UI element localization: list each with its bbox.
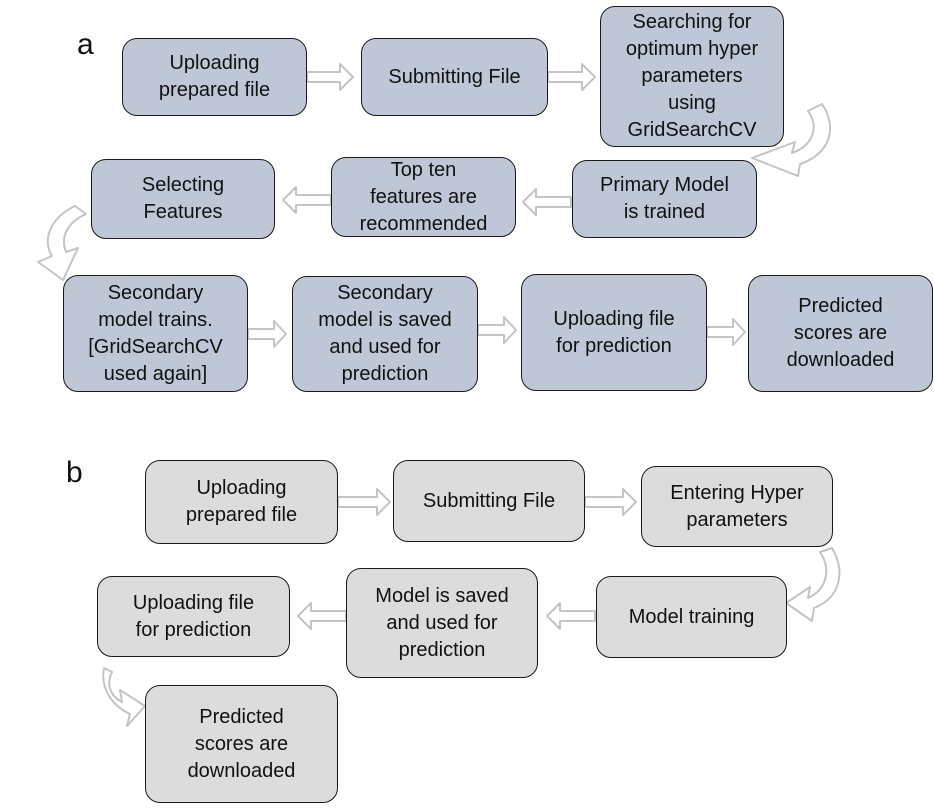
step-a-secondary-model-trains: Secondary model trains. [GridSearchCV us… (63, 275, 248, 392)
arrow-a-topten-to-select (282, 186, 332, 214)
arrow-a-select-to-sectrain (37, 205, 87, 281)
arrow-a-search-to-primary (751, 103, 831, 177)
arrow-b-uploadpred-to-scores (102, 667, 146, 727)
step-b-uploading-prepared-file: Uploading prepared file (145, 460, 338, 544)
step-b-submitting-file: Submitting File (393, 460, 585, 542)
arrow-a-uploadpred-to-scores (706, 318, 746, 346)
step-a-top-ten-features: Top ten features are recommended (331, 157, 516, 237)
panel-label-a: a (77, 28, 94, 61)
step-a-selecting-features: Selecting Features (91, 159, 275, 239)
panel-label-b: b (66, 456, 83, 489)
arrow-a-sectrain-to-secsaved (247, 320, 287, 348)
step-b-model-training: Model training (596, 576, 787, 658)
arrow-a-secsaved-to-uploadpred (477, 316, 517, 344)
step-b-uploading-file-for-prediction: Uploading file for prediction (97, 576, 290, 657)
step-a-primary-model-trained: Primary Model is trained (572, 160, 757, 238)
step-a-secondary-model-saved: Secondary model is saved and used for pr… (292, 276, 478, 392)
arrow-b-submit-to-enter (584, 488, 637, 516)
arrow-b-saved-to-uploadpred (297, 602, 347, 630)
step-a-predicted-scores-downloaded: Predicted scores are downloaded (748, 275, 933, 392)
step-a-uploading-file-for-prediction: Uploading file for prediction (521, 274, 707, 391)
step-a-searching-hyperparameters: Searching for optimum hyper parameters u… (600, 6, 784, 147)
arrow-b-upload-to-submit (337, 488, 391, 516)
step-b-model-saved: Model is saved and used for prediction (346, 568, 538, 678)
step-a-submitting-file: Submitting File (361, 38, 548, 116)
arrow-b-enter-to-training (785, 547, 841, 622)
step-a-uploading-prepared-file: Uploading prepared file (122, 38, 307, 116)
arrow-b-training-to-saved (546, 602, 596, 630)
step-b-entering-hyper-parameters: Entering Hyper parameters (641, 466, 833, 547)
arrow-a-primary-to-topten (522, 188, 572, 216)
arrow-a-upload-to-submit (306, 63, 354, 91)
step-b-predicted-scores-downloaded: Predicted scores are downloaded (145, 685, 338, 803)
arrow-a-submit-to-search (547, 63, 596, 91)
